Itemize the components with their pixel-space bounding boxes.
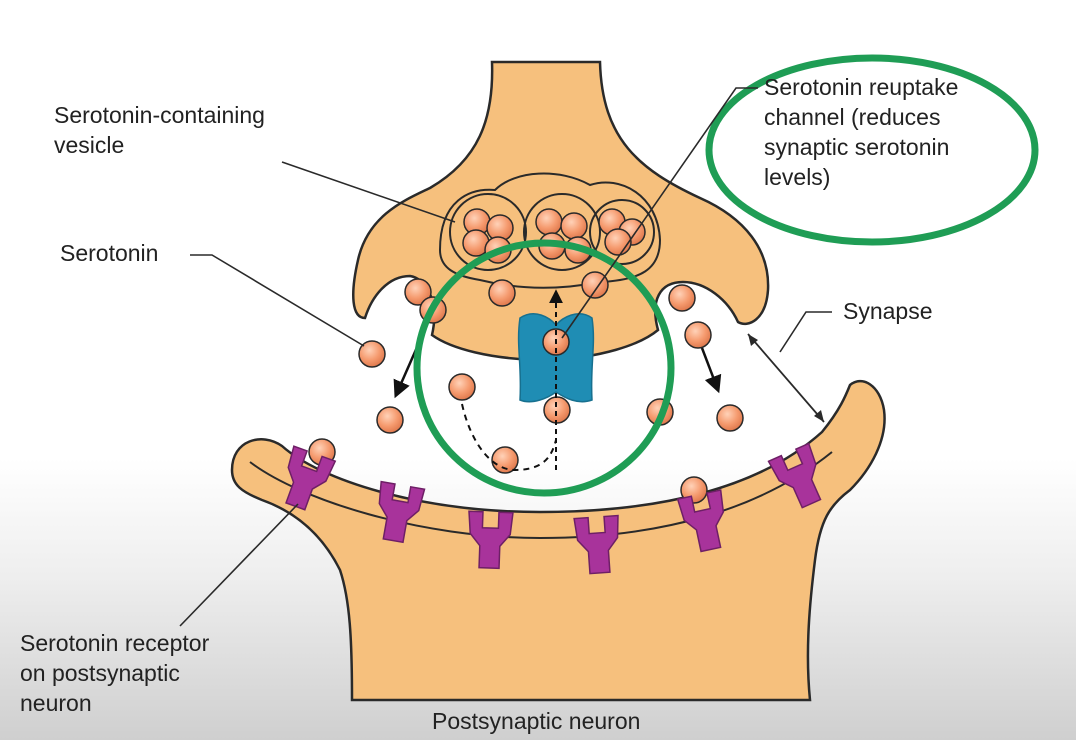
serotonin-molecule xyxy=(582,272,608,298)
serotonin-molecule xyxy=(561,213,587,239)
leader-line-serotonin xyxy=(190,255,364,346)
leader-line-synapse xyxy=(780,312,832,352)
serotonin-molecule xyxy=(669,285,695,311)
label-postsynaptic-neuron: Postsynaptic neuron xyxy=(432,706,640,736)
serotonin-molecule xyxy=(605,229,631,255)
serotonin-molecule xyxy=(717,405,743,431)
serotonin-molecule xyxy=(536,209,562,235)
label-vesicle: Serotonin-containing vesicle xyxy=(54,100,265,160)
serotonin-molecule xyxy=(685,322,711,348)
leader-line-receptor xyxy=(180,504,298,626)
serotonin-molecule xyxy=(377,407,403,433)
serotonin-molecule xyxy=(544,397,570,423)
synapse-width-indicator xyxy=(748,334,824,422)
label-reuptake-channel: Serotonin reuptake channel (reduces syna… xyxy=(764,72,958,192)
label-synapse: Synapse xyxy=(843,296,933,326)
serotonin-molecule xyxy=(489,280,515,306)
release-arrow-right xyxy=(702,348,718,390)
serotonin-molecule xyxy=(449,374,475,400)
postsynaptic-neuron xyxy=(232,381,885,700)
label-serotonin: Serotonin xyxy=(60,238,158,268)
label-receptor: Serotonin receptor on postsynaptic neuro… xyxy=(20,628,209,718)
